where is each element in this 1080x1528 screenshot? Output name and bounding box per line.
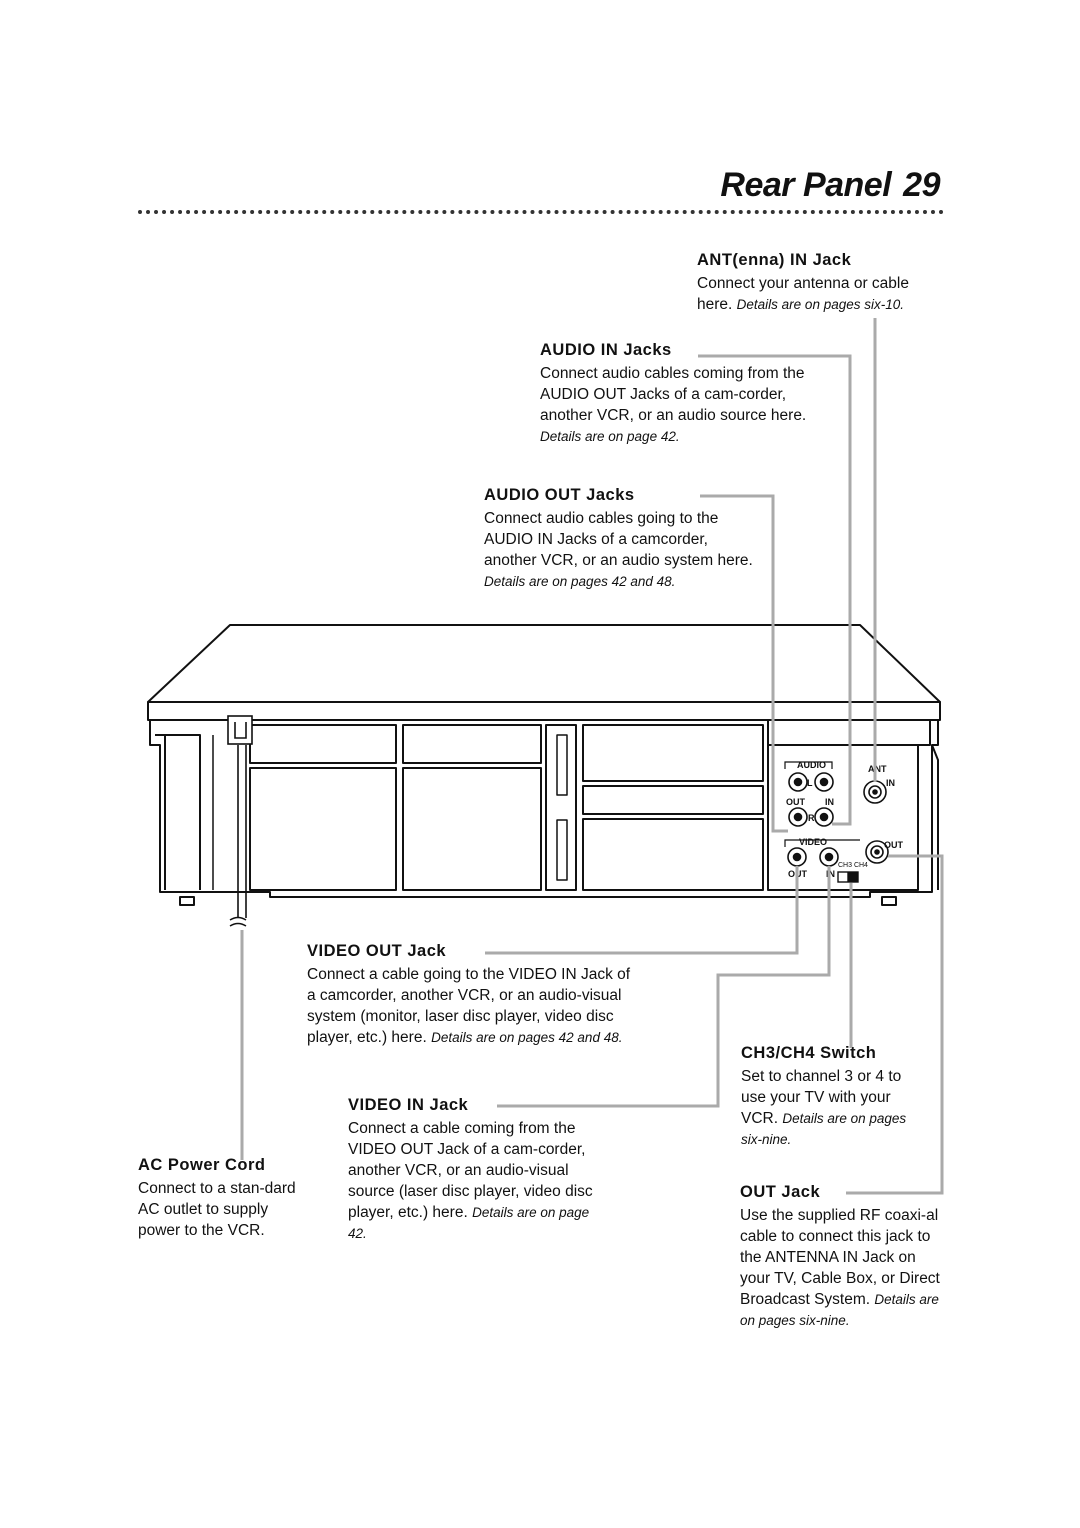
- ch-label: CH3 CH4: [838, 862, 868, 869]
- dotted-rule: [138, 210, 944, 214]
- ch-switch-callout: CH3/CH4 Switch Set to channel 3 or 4 to …: [741, 1043, 916, 1150]
- audio-jacks: [788, 772, 834, 827]
- page-number: 29: [903, 166, 940, 204]
- audio-in-body: Connect audio cables coming from the AUD…: [540, 365, 807, 424]
- video-out-heading: VIDEO OUT Jack: [307, 942, 447, 960]
- video-label: VIDEO: [799, 837, 827, 847]
- video-out-ref: Details are on pages 42 and 48.: [431, 1030, 623, 1045]
- audio-label: AUDIO: [797, 760, 826, 770]
- ac-power-cord: [227, 715, 253, 927]
- audio-in-heading: AUDIO IN Jacks: [540, 341, 672, 359]
- audio-in-ref: Details are on page 42.: [540, 429, 680, 444]
- out-jack-body: Use the supplied RF coaxi-al cable to co…: [740, 1207, 940, 1308]
- audio-out-body: Connect audio cables going to the AUDIO …: [484, 510, 753, 569]
- video-in-heading: VIDEO IN Jack: [348, 1096, 469, 1114]
- ac-cord-callout: AC Power Cord Connect to a stan-dard AC …: [138, 1155, 296, 1241]
- out-jack-callout: OUT Jack Use the supplied RF coaxi-al ca…: [740, 1182, 945, 1331]
- video-in-callout: VIDEO IN Jack Connect a cable coming fro…: [348, 1095, 610, 1244]
- ant-in-ref: Details are on pages six-10.: [736, 297, 904, 312]
- audio-r-label: R: [808, 813, 815, 823]
- video-in-ref: Details are on page 42.: [348, 1205, 590, 1241]
- video-out-callout: VIDEO OUT Jack Connect a cable going to …: [307, 941, 632, 1048]
- audio-out-heading: AUDIO OUT Jacks: [484, 486, 635, 504]
- ch-switch-ref: Details are on pages six-nine.: [741, 1111, 907, 1147]
- out-jack-ref: Details are on pages six-nine.: [740, 1292, 939, 1328]
- ch3-ch4-switch: [837, 871, 859, 883]
- audio-l-label: L: [807, 778, 813, 788]
- ch-switch-body: Set to channel 3 or 4 to use your TV wit…: [741, 1068, 902, 1127]
- audio-out-ref: Details are on pages 42 and 48.: [484, 574, 676, 589]
- page-title-text: Rear Panel: [720, 166, 892, 204]
- video-in-body: Connect a cable coming from the VIDEO OU…: [348, 1120, 593, 1221]
- ch-switch-heading: CH3/CH4 Switch: [741, 1044, 877, 1062]
- out-jack-heading: OUT Jack: [740, 1183, 821, 1201]
- audio-in-callout: AUDIO IN Jacks Connect audio cables comi…: [540, 340, 815, 447]
- ant-in-label: IN: [886, 778, 895, 788]
- ant-in-heading: ANT(enna) IN Jack: [697, 251, 852, 269]
- ant-in-body: Connect your antenna or cable here.: [697, 275, 909, 313]
- ant-label: ANT: [868, 764, 887, 774]
- ant-in-callout: ANT(enna) IN Jack Connect your antenna o…: [697, 250, 947, 315]
- audio-out-label: OUT: [786, 797, 806, 807]
- rf-out-label: OUT: [884, 840, 904, 850]
- ac-cord-body: Connect to a stan-dard AC outlet to supp…: [138, 1180, 296, 1239]
- page-title: Rear Panel 29: [720, 166, 940, 205]
- video-out-body: Connect a cable going to the VIDEO IN Ja…: [307, 966, 631, 1046]
- rf-jacks: [863, 780, 889, 864]
- leader-lines: [240, 318, 944, 1195]
- audio-out-callout: AUDIO OUT Jacks Connect audio cables goi…: [484, 485, 759, 592]
- ac-cord-heading: AC Power Cord: [138, 1156, 266, 1174]
- video-jacks: [787, 847, 839, 867]
- audio-in-label: IN: [825, 797, 834, 807]
- vcr-body: [147, 624, 941, 906]
